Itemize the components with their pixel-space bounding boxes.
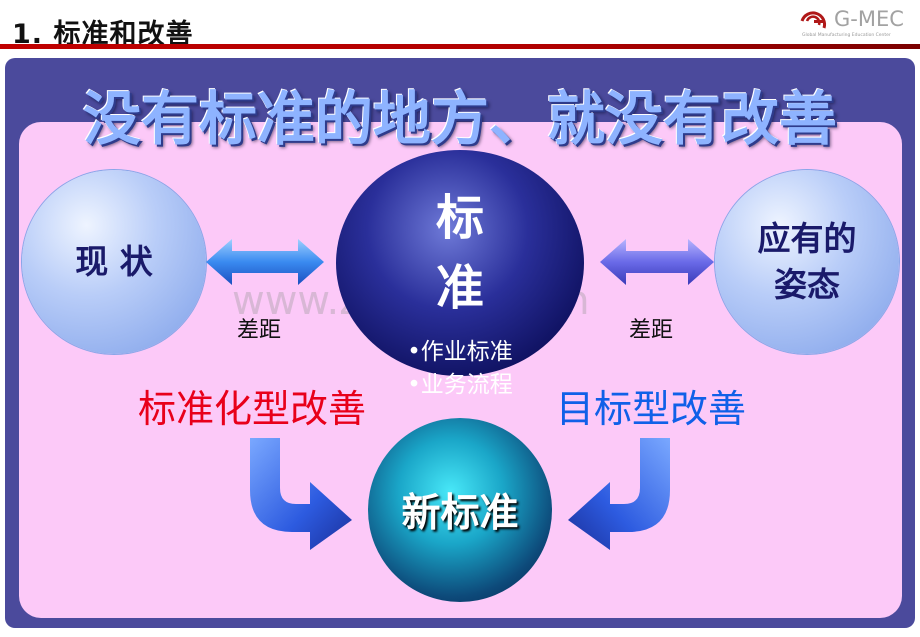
gap-label-left: 差距 [237, 318, 282, 343]
standard-bullet: •业务流程 [407, 372, 513, 399]
current-state-circle: 现 状 [22, 170, 206, 354]
logo-subtitle: Global Manufacturing Education Center [802, 33, 891, 38]
slide-headline: 没有标准的地方、就没有改善 [82, 85, 837, 153]
slide-header: 1. 标准和改善 G-MEC Global Manufacturing Educ… [0, 0, 920, 58]
logo-mark-icon [800, 11, 827, 29]
header-rule [0, 44, 920, 49]
logo-text: G-MEC [834, 7, 904, 31]
double-arrow-icon [600, 239, 714, 285]
ideal-state-circle: 应有的 姿态 [715, 170, 899, 354]
gmec-logo: G-MEC Global Manufacturing Education Cen… [800, 6, 910, 40]
standard-bullet: •作业标准 [407, 339, 513, 365]
standard-title: 标准 [435, 190, 542, 316]
bent-arrow-icon [568, 438, 670, 550]
gap-label-right: 差距 [629, 318, 674, 343]
bent-arrow-icon [250, 438, 352, 550]
goal-improvement-label: 目标型改善 [556, 387, 747, 431]
new-standard-circle: 新标准 [368, 418, 552, 602]
standard-circle: 标准 •作业标准 •业务流程 [336, 150, 584, 398]
new-standard-label: 新标准 [401, 490, 519, 536]
ideal-state-line: 应有的 [757, 218, 857, 258]
double-arrow-icon [206, 239, 324, 285]
standard-bullets: •作业标准 •业务流程 [407, 336, 513, 403]
standardization-improvement-label: 标准化型改善 [138, 387, 367, 431]
ideal-state-line: 姿态 [774, 265, 840, 304]
current-state-label: 现 状 [75, 241, 153, 281]
